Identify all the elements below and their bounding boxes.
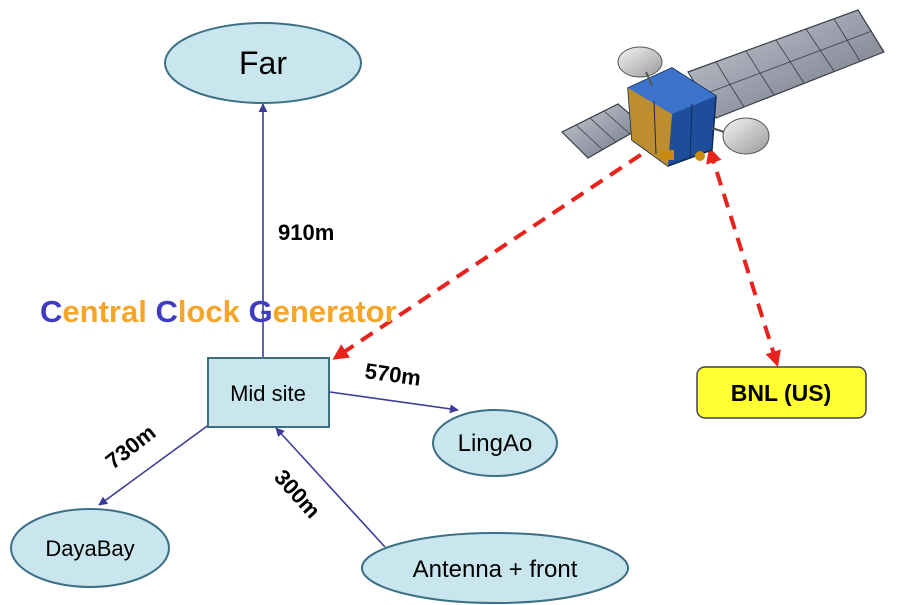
node-lingao: LingAo: [432, 409, 558, 477]
blue-links: [98, 103, 459, 548]
title-generator-initial: G: [248, 294, 272, 329]
node-bnl: BNL (US): [696, 366, 867, 419]
node-lingao-shape: [432, 409, 558, 477]
node-bnl-label: BNL (US): [731, 380, 832, 406]
node-dayabay-label: DayaBay: [45, 536, 134, 561]
title-clock-rest: lock: [178, 294, 241, 329]
link-antenna-to-mid: [275, 427, 386, 548]
link-mid-to-lingao: [329, 391, 459, 414]
node-far-label: Far: [239, 45, 287, 81]
node-far-shape: [164, 22, 362, 104]
node-antenna-label: Antenna + front: [413, 556, 578, 583]
satellite-links: [332, 140, 781, 368]
distance-far: 910m: [278, 220, 334, 245]
satellite-image: [560, 9, 885, 167]
distance-lingao: 570m: [363, 358, 422, 391]
central-clock-generator-title: Central Clock Generator: [40, 294, 397, 329]
node-bnl-shape: [696, 366, 867, 419]
link-mid-to-dayabay: [98, 423, 211, 506]
title-generator-rest: enerator: [273, 294, 397, 329]
title-clock-initial: C: [155, 294, 177, 329]
node-dayabay: DayaBay: [10, 508, 170, 588]
node-dayabay-shape: [10, 508, 170, 588]
node-mid-site: Mid site: [207, 357, 330, 428]
satellite-right-dish: [722, 117, 770, 155]
link-satellite-mid: [332, 140, 663, 360]
node-antenna: Antenna + front: [361, 532, 629, 604]
title-central-rest: entral: [62, 294, 146, 329]
node-mid-site-label: Mid site: [230, 381, 306, 406]
node-far: Far: [164, 22, 362, 104]
node-mid-site-shape: [207, 357, 330, 428]
link-satellite-bnl: [706, 146, 781, 368]
node-antenna-shape: [361, 532, 629, 604]
satellite-top-dish: [617, 46, 663, 78]
node-lingao-label: LingAo: [458, 430, 533, 457]
title-central-initial: C: [40, 294, 62, 329]
